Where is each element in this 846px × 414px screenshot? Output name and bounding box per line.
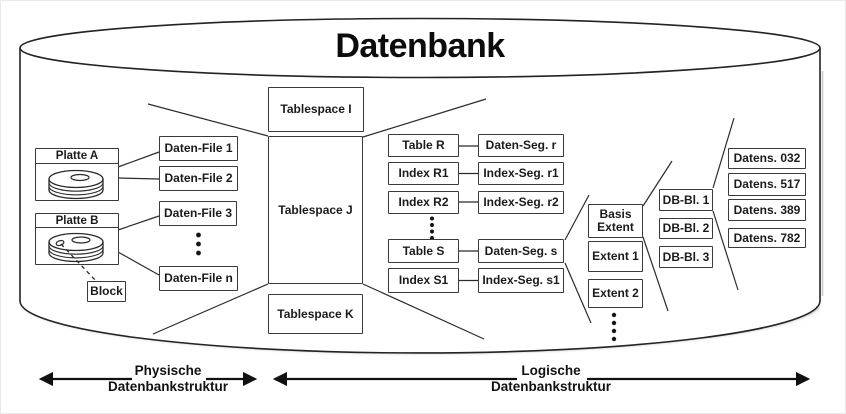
box-db-bl-3: DB-Bl. 3: [659, 246, 713, 268]
box-index-seg-r1: Index-Seg. r1: [478, 162, 564, 185]
disk-icon: [48, 232, 104, 263]
legend-physical-line1: Physische: [134, 363, 202, 378]
box-daten-seg-r: Daten-Seg. r: [478, 134, 564, 157]
box-table-r: Table R: [388, 134, 459, 157]
box-daten-seg-s: Daten-Seg. s: [478, 239, 564, 263]
legend-physical: Physische Datenbankstruktur: [63, 363, 273, 395]
box-datens-389: Datens. 389: [728, 199, 806, 221]
legend-physical-line2: Datenbankstruktur: [107, 379, 229, 394]
box-daten-file-3: Daten-File 3: [159, 201, 237, 226]
segment-to-extents-line: [564, 194, 590, 241]
block-to-records-line: [712, 210, 739, 291]
box-index-seg-s1: Index-Seg. s1: [478, 268, 564, 293]
box-datens-782: Datens. 782: [728, 228, 806, 248]
box-tablespace-j: Tablespace J: [268, 136, 363, 284]
disk-file-connector: [117, 215, 160, 231]
box-extent-1: Extent 1: [588, 241, 643, 272]
box-tablespace-k: Tablespace K: [268, 294, 363, 334]
box-basis-extent: Basis Extent: [588, 204, 643, 238]
database-cylinder-icon: [19, 17, 824, 354]
disk-label: Platte B: [36, 214, 118, 228]
legend-logical-line2: Datenbankstruktur: [490, 379, 612, 394]
box-datens-032: Datens. 032: [728, 148, 806, 169]
box-datens-517: Datens. 517: [728, 173, 806, 196]
box-index-seg-r2: Index-Seg. r2: [478, 191, 564, 214]
tablespace-to-tables-line: [362, 98, 487, 138]
files-to-tablespace-line: [152, 283, 269, 335]
disk-label: Platte A: [36, 149, 118, 164]
disk-file-connector: [117, 251, 160, 276]
files-to-tablespace-line: [147, 103, 269, 137]
box-db-bl-2: DB-Bl. 2: [659, 218, 713, 239]
box-tablespace-i: Tablespace I: [268, 87, 364, 132]
disk-box-platte-b: Platte B: [35, 213, 119, 265]
disk-box-platte-a: Platte A: [35, 148, 119, 201]
box-index-r2: Index R2: [388, 191, 459, 214]
legend-logical-line1: Logische: [521, 363, 581, 378]
box-index-s1: Index S1: [388, 268, 459, 293]
box-index-r1: Index R1: [388, 162, 459, 185]
disk-file-connector: [117, 151, 160, 168]
box-daten-file-2: Daten-File 2: [159, 166, 238, 191]
box-daten-file-1: Daten-File 1: [159, 136, 238, 161]
disk-icon: [48, 169, 104, 200]
box-table-s: Table S: [388, 239, 459, 263]
disk-file-connector: [117, 177, 160, 180]
box-block: Block: [87, 281, 126, 302]
legend-logical: Logische Datenbankstruktur: [446, 363, 656, 395]
box-extent-2: Extent 2: [588, 279, 643, 308]
box-daten-file-n: Daten-File n: [159, 266, 238, 291]
diagram-title: Datenbank: [335, 27, 505, 65]
box-db-bl-1: DB-Bl. 1: [659, 189, 713, 211]
cylinder-shadow: [23, 302, 819, 352]
